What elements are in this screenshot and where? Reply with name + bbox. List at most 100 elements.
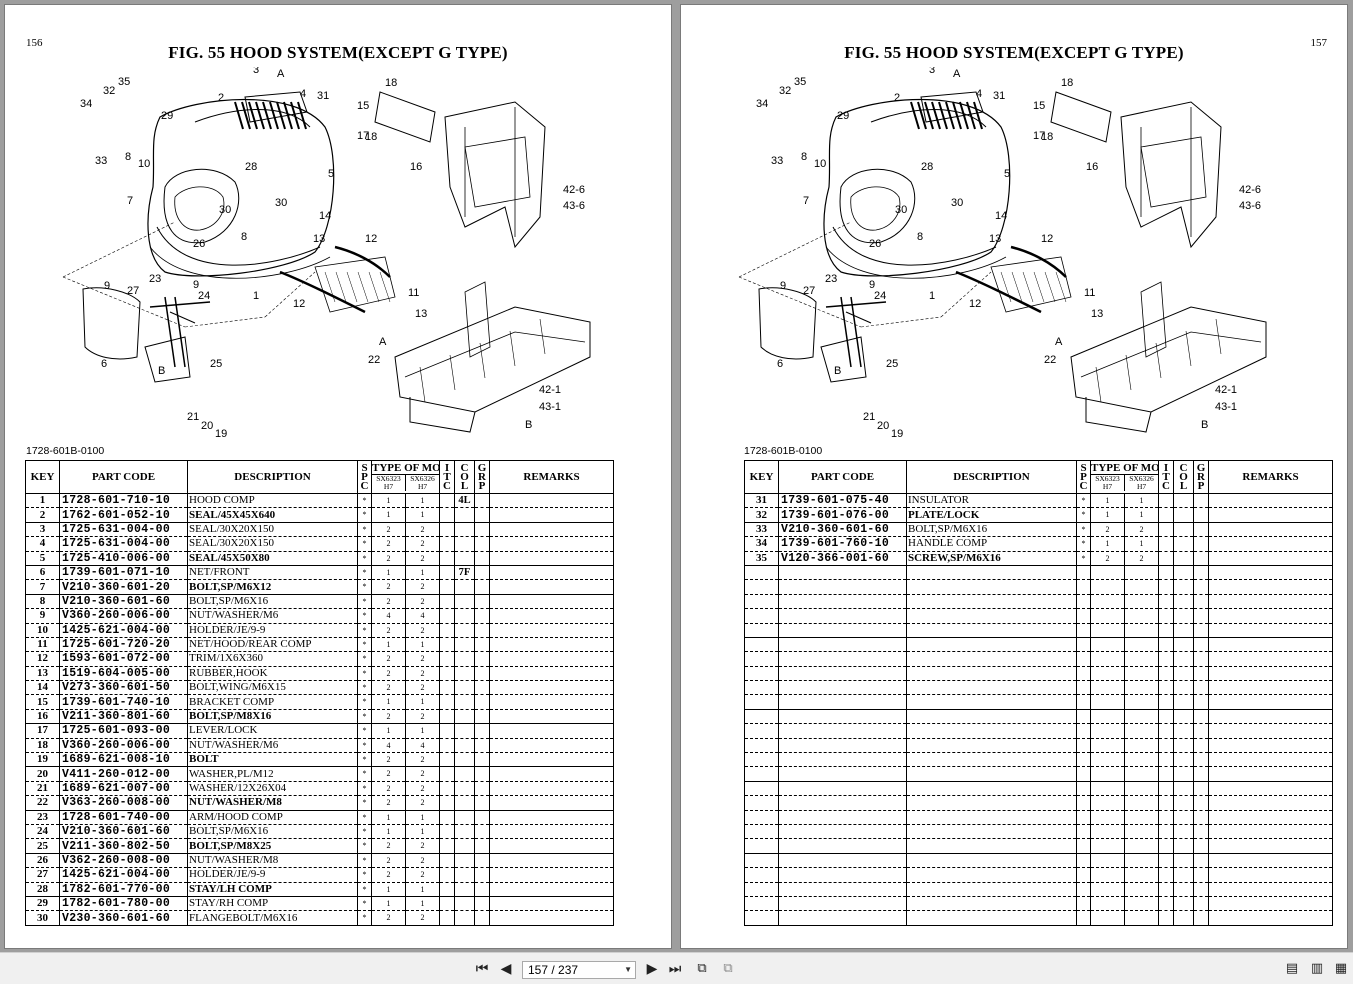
cell-spc: * <box>357 536 372 552</box>
cell-col <box>454 709 476 725</box>
cell-itc <box>439 551 456 566</box>
page-number: 156 <box>26 37 43 49</box>
cell-remarks <box>489 781 615 797</box>
first-page-icon[interactable]: ⏮ <box>475 961 489 977</box>
drawing-line <box>1033 271 1045 303</box>
cell-qty-model2: 2 <box>404 853 441 869</box>
cell-key: 23 <box>25 810 60 825</box>
cell-key: 33 <box>744 522 779 538</box>
drawing-line <box>164 296 176 368</box>
copy-view-icon[interactable]: ⧉ <box>723 961 733 976</box>
cell-spc: * <box>1076 536 1091 552</box>
page-number: 157 <box>1310 37 1328 49</box>
cell-description: LEVER/LOCK <box>187 723 358 739</box>
rotate-view-icon[interactable]: ⧉ <box>697 961 707 976</box>
empty-cell <box>1208 752 1334 768</box>
empty-cell <box>1193 766 1210 782</box>
drawing-line <box>346 271 358 303</box>
cell-key: 16 <box>25 709 60 725</box>
empty-table-row <box>744 838 1334 854</box>
cell-qty-model1: 1 <box>371 882 406 897</box>
cell-itc <box>439 824 456 840</box>
callout-label: 7 <box>127 195 133 207</box>
empty-cell <box>1076 896 1091 912</box>
drawing-line <box>357 271 369 303</box>
empty-cell <box>1208 882 1334 897</box>
col-header-part-code: PART CODE <box>59 460 188 494</box>
empty-cell <box>778 579 907 595</box>
prev-page-icon[interactable]: ◀ <box>500 961 512 977</box>
cell-grp <box>474 738 491 754</box>
empty-cell <box>1090 651 1125 667</box>
cell-qty-model1: 2 <box>371 623 406 638</box>
cell-col: 4L <box>454 493 476 509</box>
cell-remarks <box>489 608 615 624</box>
empty-cell <box>1208 608 1334 624</box>
last-page-icon[interactable]: ⏭ <box>668 961 682 977</box>
callout-label: 30 <box>895 204 907 216</box>
callout-label: 12 <box>969 298 981 310</box>
cell-itc <box>439 694 456 710</box>
cell-description: HOLDER/JE/9-9 <box>187 867 358 883</box>
callout-label: 12 <box>365 233 377 245</box>
cell-remarks <box>1208 551 1334 566</box>
callout-label: 14 <box>319 210 331 222</box>
drawing-line <box>149 301 211 308</box>
callout-label: 27 <box>127 285 139 297</box>
drawing-line <box>952 101 962 130</box>
empty-cell <box>1208 579 1334 595</box>
cell-itc <box>439 608 456 624</box>
empty-cell <box>1208 594 1334 610</box>
cell-remarks <box>489 623 615 638</box>
continuous-view-icon[interactable]: ▥ <box>1310 961 1324 976</box>
empty-cell <box>778 752 907 768</box>
cell-spc: * <box>357 651 372 667</box>
empty-cell <box>1173 709 1195 725</box>
cell-qty-model2: 4 <box>404 608 441 624</box>
cell-itc <box>439 637 456 653</box>
callout-label: 25 <box>210 358 222 370</box>
cell-remarks <box>489 507 615 523</box>
page-number-input[interactable]: 157 / 237▼ <box>522 961 636 979</box>
empty-cell <box>1193 882 1210 897</box>
empty-cell <box>1208 651 1334 667</box>
next-page-icon[interactable]: ▶ <box>646 961 658 977</box>
empty-table-row <box>744 910 1334 926</box>
callout-label: 17 <box>1033 130 1045 142</box>
drawing-outline <box>1140 136 1207 208</box>
cell-description: STAY/LH COMP <box>187 882 358 897</box>
empty-cell <box>744 910 779 926</box>
cell-grp <box>474 666 491 682</box>
empty-cell <box>1076 824 1091 840</box>
chevron-down-icon[interactable]: ▼ <box>624 965 632 974</box>
drawing-line <box>174 296 186 368</box>
cell-remarks <box>489 853 615 869</box>
drawing-line <box>276 101 286 130</box>
cell-key: 6 <box>25 565 60 581</box>
empty-cell <box>1090 623 1125 638</box>
callout-label: 12 <box>1041 233 1053 245</box>
cell-grp <box>474 651 491 667</box>
empty-cell <box>1208 766 1334 782</box>
cell-grp <box>474 824 491 840</box>
two-page-view-icon[interactable]: ▦ <box>1334 961 1348 976</box>
cell-spc: * <box>357 896 372 912</box>
cell-qty-model2: 1 <box>404 896 441 912</box>
cell-spc: * <box>357 594 372 610</box>
empty-cell <box>1090 853 1125 869</box>
col-header-part-code: PART CODE <box>778 460 907 494</box>
cell-part-code: 1725-631-004-00 <box>59 522 188 538</box>
empty-cell <box>1208 838 1334 854</box>
callout-label: 43-1 <box>539 401 561 413</box>
cell-qty-model1: 2 <box>371 522 406 538</box>
cell-col <box>454 896 476 912</box>
cell-spc: * <box>357 637 372 653</box>
empty-cell <box>1173 824 1195 840</box>
cell-part-code: V273-360-601-50 <box>59 680 188 696</box>
single-page-view-icon[interactable]: ▤ <box>1285 961 1299 976</box>
empty-cell <box>906 723 1077 739</box>
